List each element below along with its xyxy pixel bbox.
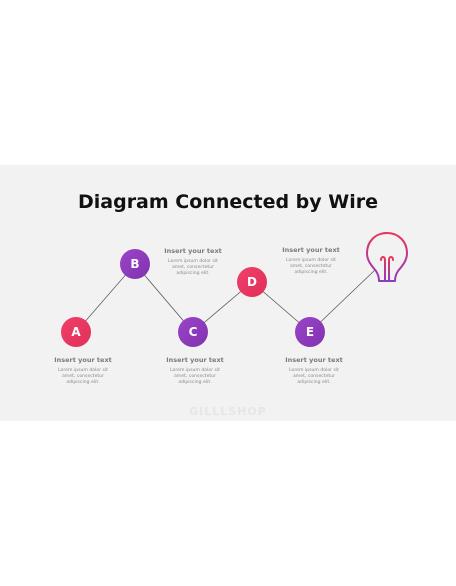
caption-b-heading: Insert your text [164, 247, 222, 255]
caption-c-body: Lorem ipsum dolor sit amet, consectetur … [170, 368, 220, 385]
watermark: GILLLSHOP [189, 405, 267, 418]
caption-e: Insert your text Lorem ipsum dolor sit a… [264, 356, 364, 386]
caption-e-heading: Insert your text [285, 356, 343, 364]
lightbulb-icon [366, 232, 408, 299]
node-a-label: A [71, 325, 81, 339]
caption-c-heading: Insert your text [166, 356, 224, 364]
node-e-label: E [305, 325, 315, 339]
caption-a-body: Lorem ipsum dolor sit amet, consectetur … [58, 368, 108, 385]
node-a: A [61, 317, 91, 347]
node-d: D [237, 267, 267, 297]
caption-e-body: Lorem ipsum dolor sit amet, consectetur … [289, 368, 339, 385]
caption-a: Insert your text Lorem ipsum dolor sit a… [33, 356, 133, 386]
caption-b: Insert your text Lorem ipsum dolor sit a… [143, 247, 243, 277]
node-e: E [295, 317, 325, 347]
slide: Diagram Connected by Wire A B C D E Inse… [0, 165, 456, 421]
caption-a-heading: Insert your text [54, 356, 112, 364]
caption-d-body: Lorem ipsum dolor sit amet, consectetur … [286, 258, 336, 275]
node-c: C [178, 317, 208, 347]
node-c-label: C [188, 325, 198, 339]
node-b-label: B [130, 257, 140, 271]
caption-c: Insert your text Lorem ipsum dolor sit a… [145, 356, 245, 386]
caption-b-body: Lorem ipsum dolor sit amet, consectetur … [168, 259, 218, 276]
diagram-title: Diagram Connected by Wire [77, 191, 379, 213]
node-d-label: D [247, 275, 257, 289]
caption-d-heading: Insert your text [282, 246, 340, 254]
node-b: B [120, 249, 150, 279]
caption-d: Insert your text Lorem ipsum dolor sit a… [261, 246, 361, 276]
